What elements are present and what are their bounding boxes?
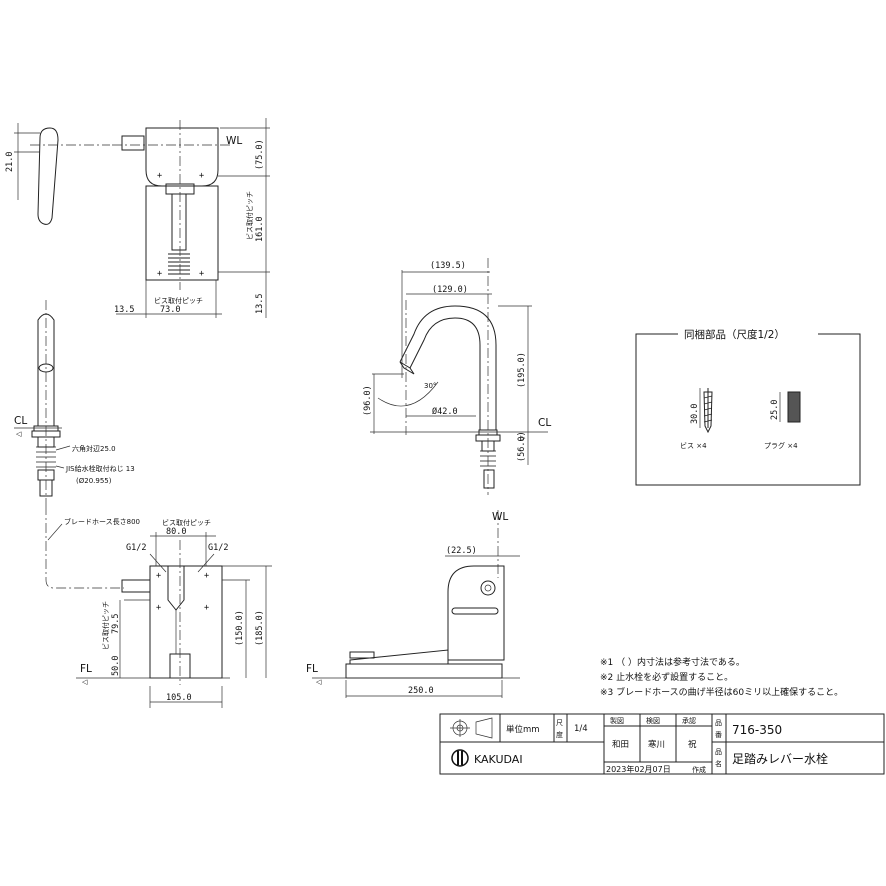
product-number: 716-350 (732, 723, 782, 737)
spout-side-view: (139.5) (129.0) (195.0) (56.0) (96.0) 30… (363, 258, 551, 495)
svg-text:+: + (156, 571, 161, 581)
dim-161: 161.0 (255, 216, 265, 242)
cl-label-right: CL (538, 417, 551, 429)
dim-139-5: (139.5) (430, 261, 466, 271)
dim-150: (150.0) (235, 610, 245, 646)
role-approved: 承認 (682, 716, 696, 725)
wl-label-bottom: WL (492, 511, 508, 523)
screw-length: 30.0 (690, 404, 700, 424)
screw-pitch-label-vertical: ビス取付ピッチ (101, 601, 110, 650)
screw-pitch-label-bottom: ビス取付ピッチ (154, 296, 203, 305)
svg-text:+: + (157, 269, 162, 279)
svg-text:◁: ◁ (316, 678, 322, 686)
svg-text:◁: ◁ (82, 678, 88, 686)
screw-pitch-label-right: ビス取付ピッチ (245, 191, 254, 240)
plug-icon (787, 391, 801, 423)
role-checked: 検図 (646, 716, 660, 725)
dim-21: 21.0 (5, 152, 15, 172)
name-label-1: 品 (715, 748, 722, 756)
made-label: 作成 (692, 765, 706, 774)
g-half-right: G1/2 (208, 543, 228, 553)
braided-hose-label: ブレードホース長さ800 (64, 517, 140, 526)
lever-side-view: 21.0 (5, 123, 110, 225)
unit-label: 単位mm (506, 724, 540, 735)
name-approved: 祝 (688, 739, 697, 750)
svg-text:▷: ▷ (520, 434, 526, 442)
note-1: ※1 （ ）内寸法は参考寸法である。 (600, 656, 745, 668)
title-block: 単位mm 尺 度 1/4 製図 検図 承認 和田 寒川 祝 2023年02月07… (439, 713, 885, 775)
svg-text:+: + (204, 603, 209, 613)
angle-label: 30° (424, 382, 436, 390)
dim-phi42: Ø42.0 (432, 406, 458, 417)
dim-96: (96.0) (363, 385, 373, 416)
dim-195: (195.0) (517, 352, 527, 388)
g-half-left: G1/2 (126, 543, 146, 553)
dim-80: 80.0 (166, 527, 186, 537)
notes: ※1 （ ）内寸法は参考寸法である。 ※2 止水栓を必ず設置すること。 ※3 ブ… (600, 656, 843, 698)
side-view-middle: CL ◁ 六角対辺25.0 JIS給水栓取付ねじ 13 (Ø20.955) (14, 300, 135, 505)
no-label-1: 品 (715, 719, 722, 727)
note-3: ※3 ブレードホースの曲げ半径は60ミリ以上確保すること。 (600, 686, 843, 698)
plug-qty: プラグ ×4 (764, 441, 798, 450)
plug-length: 25.0 (770, 400, 780, 420)
name-drawn: 和田 (612, 740, 629, 750)
svg-text:◁: ◁ (16, 430, 22, 438)
dim-13-5-left: 13.5 (114, 305, 134, 315)
dim-129: (129.0) (432, 285, 468, 295)
screw-qty: ビス ×4 (680, 441, 707, 450)
svg-text:+: + (199, 269, 204, 279)
pedal-front-view: ブレードホース長さ800 + + + + ビス取付ピッチ 80.0 G1/2 G1/… (45, 505, 272, 708)
scale-label-2: 度 (556, 730, 563, 739)
dim-250: 250.0 (408, 686, 434, 696)
hex-size-label: 六角対辺25.0 (72, 444, 116, 453)
svg-text:+: + (199, 171, 204, 181)
thread-dia-label: (Ø20.955) (76, 477, 112, 485)
no-label-2: 番 (715, 731, 722, 739)
dim-79-5: 79.5 (111, 614, 121, 634)
logo-text: KAKUDAI (474, 753, 523, 766)
dim-75: (75.0) (255, 139, 265, 170)
accessory-title: 同梱部品（尺度1/2） (684, 328, 785, 341)
pedal-side-view: WL (22.5) FL ◁ 250.0 (306, 510, 520, 698)
fl-label-right: FL (306, 663, 318, 675)
name-checked: 寒川 (648, 739, 665, 750)
name-label-2: 名 (715, 759, 722, 768)
svg-text:+: + (157, 171, 162, 181)
dim-56: (56.0) (517, 431, 527, 462)
product-name: 足踏みレバー水栓 (732, 751, 828, 766)
screw-pitch-label-pedal: ビス取付ピッチ (162, 518, 211, 527)
role-drawn: 製図 (610, 716, 624, 725)
fl-label-left: FL (80, 663, 92, 675)
dim-185: (185.0) (255, 610, 265, 646)
kakudai-logo: KAKUDAI (451, 749, 523, 767)
wl-label-top: WL (226, 135, 242, 147)
dim-22-5: (22.5) (446, 546, 477, 556)
svg-text:+: + (204, 571, 209, 581)
body-top-view: + + + + WL (75.0) 161.0 ビス取付ピッチ 13.5 ビス取付ピ… (112, 118, 270, 318)
scale-value: 1/4 (574, 724, 588, 734)
svg-text:+: + (156, 603, 161, 613)
cl-label-left: CL (14, 415, 27, 427)
date-label: 2023年02月07日 (606, 764, 671, 774)
dim-73: 73.0 (160, 305, 180, 315)
dim-13-5-right: 13.5 (255, 294, 265, 314)
accessory-box: 同梱部品（尺度1/2） 30.0 ビス ×4 25.0 プラグ ×4 (635, 328, 861, 486)
jis-thread-label: JIS給水栓取付ねじ 13 (65, 464, 135, 473)
dim-105: 105.0 (166, 693, 192, 703)
dim-50: 50.0 (111, 656, 121, 676)
scale-label-1: 尺 (556, 719, 563, 727)
note-2: ※2 止水栓を必ず設置すること。 (600, 671, 733, 683)
